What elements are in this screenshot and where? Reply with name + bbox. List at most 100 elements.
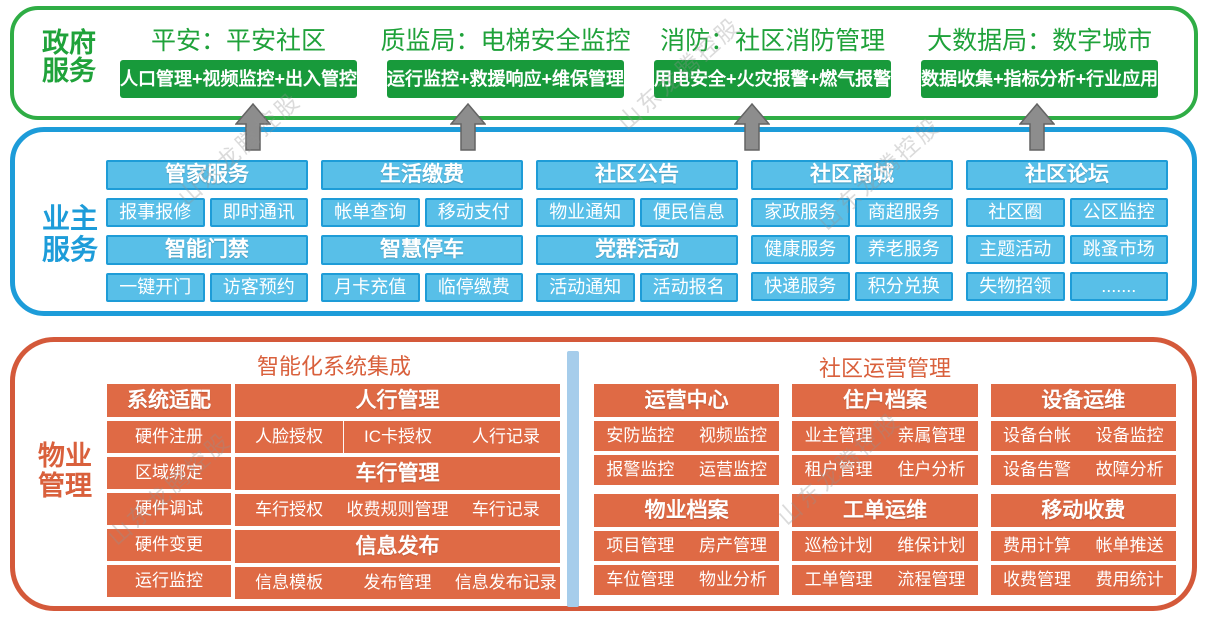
- operation-center-block: 运营中心 安防监控 视频监控 报警监控 运营监控: [594, 384, 780, 485]
- owner-item-row: 家政服务 商超服务: [751, 198, 953, 227]
- operation-item: 租户管理: [804, 460, 873, 479]
- section-divider: [567, 351, 579, 607]
- owner-item: 积分兑换: [854, 272, 953, 301]
- owner-item: 一键开门: [106, 273, 205, 302]
- owner-item: 商超服务: [854, 198, 953, 227]
- operation-row: 设备告警 故障分析: [990, 455, 1176, 485]
- gov-column-bigdata-bureau: 大数据局：数字城市 数据收集+指标分析+行业应用: [913, 24, 1166, 98]
- owner-item: 临停缴费: [424, 273, 523, 302]
- owner-column-mall: 社区商城 家政服务 商超服务 健康服务 养老服务 快递服务 积分兑换: [751, 160, 953, 302]
- owner-item: 健康服务: [751, 235, 850, 264]
- operation-column-2: 住户档案 业主管理 亲属管理 租户管理 住户分析 工单运维 巡检计划 维保计划 …: [792, 384, 978, 595]
- operation-item: 工单管理: [804, 570, 873, 589]
- gov-column-fire: 消防：社区消防管理 用电安全+火灾报警+燃气报警: [646, 24, 899, 98]
- owner-block-header: 智慧停车: [321, 235, 523, 265]
- owner-item: .......: [1069, 272, 1168, 301]
- device-ops-block: 设备运维 设备台帐 设备监控 设备告警 故障分析: [990, 384, 1176, 485]
- owner-item: 移动支付: [424, 198, 523, 227]
- owner-item: 社区圈: [966, 198, 1065, 227]
- operation-item: 项目管理: [606, 536, 675, 555]
- operation-item: 亲属管理: [897, 426, 966, 445]
- operation-row: 租户管理 住户分析: [792, 455, 978, 485]
- operation-item: 视频监控: [699, 426, 767, 445]
- owner-item-row: 活动通知 活动报名: [536, 273, 738, 302]
- owner-item-row: 报事报修 即时通讯: [106, 198, 308, 227]
- operation-row: 报警监控 运营监控: [594, 455, 780, 485]
- government-label-line1: 政府: [42, 28, 96, 58]
- system-cell: 硬件变更: [107, 529, 231, 561]
- operation-row: 业主管理 亲属管理: [792, 421, 978, 451]
- system-cell: 区域绑定: [107, 457, 231, 489]
- owner-item-row: 一键开门 访客预约: [106, 273, 308, 302]
- owner-block-header: 社区公告: [536, 160, 738, 190]
- integration-item: IC卡授权: [364, 427, 432, 446]
- owner-item: 活动通知: [536, 273, 635, 302]
- operation-item: 设备告警: [1002, 460, 1071, 479]
- vehicle-mgmt-row: 车行授权 收费规则管理 车行记录: [235, 494, 560, 526]
- mobile-charge-block: 移动收费 费用计算 帐单推送 收费管理 费用统计: [990, 494, 1176, 595]
- resident-archive-block: 住户档案 业主管理 亲属管理 租户管理 住户分析: [792, 384, 978, 485]
- property-archive-block: 物业档案 项目管理 房产管理 车位管理 物业分析: [594, 494, 780, 595]
- government-columns: 平安：平安社区 人口管理+视频监控+出入管控 质监局：电梯安全监控 运行监控+救…: [112, 24, 1164, 98]
- system-cell: 硬件注册: [107, 421, 231, 453]
- owner-column-payment: 生活缴费 帐单查询 移动支付 智慧停车 月卡充值 临停缴费: [321, 160, 523, 302]
- operation-item: 安防监控: [606, 426, 675, 445]
- block-header: 设备运维: [990, 384, 1176, 417]
- gov-column-pingan: 平安：平安社区 人口管理+视频监控+出入管控: [112, 24, 365, 98]
- community-operation-grid: 运营中心 安防监控 视频监控 报警监控 运营监控 物业档案 项目管理 房产管理 …: [594, 384, 1176, 595]
- operation-row: 工单管理 流程管理: [792, 565, 978, 595]
- operation-column-1: 运营中心 安防监控 视频监控 报警监控 运营监控 物业档案 项目管理 房产管理 …: [594, 384, 780, 595]
- owner-item-row: 社区圈 公区监控: [966, 198, 1168, 227]
- integration-item: 车行记录: [471, 500, 540, 519]
- system-adaptation-column: 系统适配 硬件注册 区域绑定 硬件调试 硬件变更 运行监控: [107, 384, 231, 597]
- integration-item: 信息发布记录: [454, 573, 557, 592]
- operation-item: 费用计算: [1002, 536, 1071, 555]
- owner-block-header: 党群活动: [536, 235, 738, 265]
- gov-column-quality-bureau: 质监局：电梯安全监控 运行监控+救援响应+维保管理: [379, 24, 632, 98]
- owner-item: 便民信息: [639, 198, 738, 227]
- owner-item: 报事报修: [106, 198, 205, 227]
- up-arrow-icon: [235, 103, 271, 151]
- up-arrow-icon: [450, 103, 486, 151]
- gov-column-title: 质监局：电梯安全监控: [380, 27, 631, 55]
- block-header: 移动收费: [990, 494, 1176, 527]
- owner-column-forum: 社区论坛 社区圈 公区监控 主题活动 跳蚤市场 失物招领 .......: [966, 160, 1168, 302]
- block-header: 住户档案: [792, 384, 978, 417]
- workorder-block: 工单运维 巡检计划 维保计划 工单管理 流程管理: [792, 494, 978, 595]
- owner-item-row: 快递服务 积分兑换: [751, 272, 953, 301]
- integration-item: 车行授权: [255, 500, 324, 519]
- owner-item-row: 月卡充值 临停缴费: [321, 273, 523, 302]
- intelligent-integration-title: 智能化系统集成: [256, 354, 411, 379]
- vehicle-mgmt-header: 车行管理: [235, 457, 560, 490]
- government-services-label: 政府 服务: [42, 29, 96, 85]
- integration-item: 人行记录: [472, 427, 540, 446]
- gov-column-capabilities: 数据收集+指标分析+行业应用: [921, 60, 1159, 98]
- operation-item: 运营监控: [699, 460, 767, 479]
- owner-item: 主题活动: [966, 235, 1065, 264]
- operation-item: 维保计划: [897, 536, 966, 555]
- owner-item-row: 失物招领 .......: [966, 272, 1168, 301]
- integration-item: 人脸授权: [235, 421, 344, 453]
- operation-row: 车位管理 物业分析: [594, 565, 780, 595]
- government-label-line2: 服务: [42, 56, 96, 86]
- property-label-line2: 管理: [38, 471, 92, 501]
- operation-column-3: 设备运维 设备台帐 设备监控 设备告警 故障分析 移动收费 费用计算 帐单推送 …: [990, 384, 1176, 595]
- up-arrow-icon: [734, 103, 770, 151]
- operation-item: 流程管理: [897, 570, 966, 589]
- gov-column-title: 平安：平安社区: [151, 27, 327, 55]
- owner-item: 活动报名: [639, 273, 738, 302]
- integration-item: 发布管理: [363, 573, 432, 592]
- block-header: 物业档案: [594, 494, 780, 527]
- integration-item: 收费规则管理: [346, 500, 449, 519]
- owner-block-header: 管家服务: [106, 160, 308, 190]
- owner-item: 养老服务: [854, 235, 953, 264]
- info-publish-row: 信息模板 发布管理 信息发布记录: [235, 567, 560, 599]
- owner-label-line1: 业主: [42, 203, 99, 234]
- system-adaptation-header: 系统适配: [107, 384, 231, 417]
- owner-item: 即时通讯: [209, 198, 308, 227]
- operation-item: 物业分析: [699, 570, 767, 589]
- operation-item: 巡检计划: [804, 536, 873, 555]
- owner-item-row: 主题活动 跳蚤市场: [966, 235, 1168, 264]
- operation-item: 费用统计: [1095, 570, 1164, 589]
- gov-column-capabilities: 用电安全+火灾报警+燃气报警: [654, 60, 892, 98]
